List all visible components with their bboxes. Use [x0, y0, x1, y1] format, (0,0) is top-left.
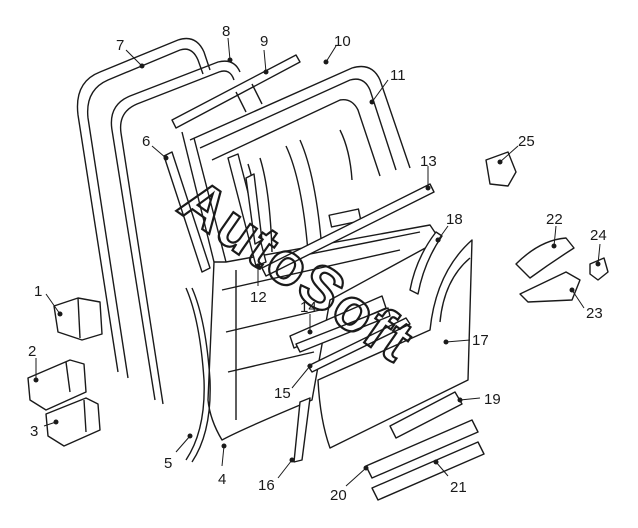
- pillar-strip: [227, 153, 267, 267]
- callout-2: 2: [28, 343, 39, 383]
- middle-hinge: [27, 359, 87, 411]
- wheel-arch-trim: [409, 231, 443, 295]
- svg-text:19: 19: [484, 391, 501, 408]
- svg-text:21: 21: [450, 479, 467, 496]
- callout-19: 19: [457, 391, 501, 408]
- callout-4: 4: [218, 443, 227, 488]
- svg-text:1: 1: [34, 283, 42, 300]
- callout-3: 3: [30, 419, 59, 440]
- handle-cap: [589, 257, 609, 281]
- svg-text:13: 13: [420, 153, 437, 170]
- svg-text:14: 14: [300, 299, 317, 316]
- svg-text:11: 11: [390, 67, 406, 84]
- svg-text:7: 7: [116, 37, 124, 54]
- svg-text:24: 24: [590, 227, 607, 244]
- svg-text:22: 22: [546, 211, 563, 228]
- svg-text:9: 9: [260, 33, 268, 50]
- lower-hinge: [45, 397, 101, 447]
- outer-door-handle: [515, 237, 575, 279]
- rocker-strip-middle: [365, 419, 479, 479]
- callout-11: 11: [369, 67, 406, 105]
- callout-17: 17: [443, 332, 489, 349]
- upper-hinge: [53, 297, 103, 341]
- side-molding-strip: [307, 317, 411, 373]
- svg-text:4: 4: [218, 471, 226, 488]
- svg-text:16: 16: [258, 477, 275, 494]
- handle-bracket: [519, 271, 581, 303]
- callout-13: 13: [420, 153, 437, 191]
- door-frame: [181, 65, 411, 263]
- svg-text:6: 6: [142, 133, 150, 150]
- svg-text:20: 20: [330, 487, 347, 504]
- glass-run-strip: [163, 151, 211, 273]
- callout-14: 14: [300, 299, 317, 335]
- callout-6: 6: [142, 133, 169, 161]
- garnish-plate: [289, 295, 391, 353]
- callout-10: 10: [323, 33, 351, 65]
- callout-22: 22: [546, 211, 563, 249]
- rocker-strip-lower: [371, 441, 485, 501]
- svg-text:18: 18: [446, 211, 463, 228]
- svg-text:15: 15: [274, 385, 291, 402]
- svg-text:2: 2: [28, 343, 36, 360]
- svg-text:8: 8: [222, 23, 230, 40]
- callout-25: 25: [497, 133, 535, 165]
- callout-8: 8: [222, 23, 233, 63]
- latch-striker: [485, 151, 517, 187]
- callout-7: 7: [116, 37, 145, 69]
- callout-1: 1: [34, 283, 63, 317]
- callout-12: 12: [250, 263, 267, 306]
- belt-molding: [261, 183, 435, 277]
- rear-fender-panel: [317, 239, 473, 449]
- svg-text:25: 25: [518, 133, 535, 150]
- svg-text:3: 3: [30, 423, 38, 440]
- callout-15: 15: [274, 363, 313, 402]
- svg-text:12: 12: [250, 289, 267, 306]
- callout-24: 24: [590, 227, 607, 267]
- callout-16: 16: [258, 457, 295, 494]
- svg-text:23: 23: [586, 305, 603, 322]
- callout-20: 20: [330, 465, 369, 504]
- inner-door-seal: [110, 60, 241, 405]
- callout-18: 18: [435, 211, 463, 243]
- callout-5: 5: [164, 433, 193, 472]
- svg-text:5: 5: [164, 455, 172, 472]
- svg-text:17: 17: [472, 332, 489, 349]
- callout-21: 21: [433, 459, 467, 496]
- svg-text:10: 10: [334, 33, 351, 50]
- rear-pillar-seal: [185, 287, 211, 463]
- callout-23: 23: [569, 287, 603, 322]
- rocker-strip-upper: [389, 391, 463, 439]
- callout-9: 9: [260, 33, 269, 75]
- lower-molding: [293, 397, 311, 463]
